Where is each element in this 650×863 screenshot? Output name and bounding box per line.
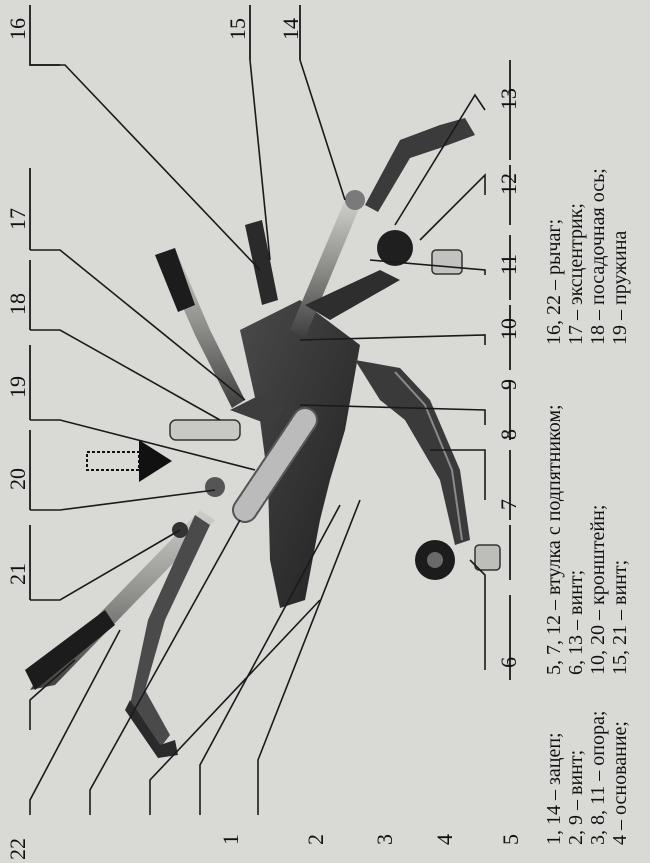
callout-14: 14 [278, 18, 303, 40]
legend-line: 19 – пружина [609, 231, 631, 345]
callout-8: 8 [496, 429, 521, 440]
callout-20: 20 [5, 468, 30, 490]
bracket-11 [305, 270, 400, 320]
legend-line: 10, 20 – кронштейн; [587, 505, 609, 675]
legend-line: 2, 9 – винт; [565, 750, 587, 845]
upper-rod [290, 200, 360, 338]
callout-5: 5 [498, 834, 523, 845]
callout-2: 2 [303, 834, 328, 845]
legend-line: 6, 13 – винт; [565, 570, 587, 675]
spring-19 [232, 407, 318, 523]
legend-line: 16, 22 – рычаг; [543, 219, 565, 345]
top-callout-boxes [29, 5, 511, 680]
legend-line: 4 – основание; [609, 721, 631, 845]
callout-7: 7 [496, 499, 521, 510]
bracket-20 [205, 477, 225, 497]
legend-line: 1, 14 – зацеп; [543, 732, 565, 845]
legend-line: 3, 8, 11 – опора; [587, 711, 609, 845]
callout-19: 19 [5, 376, 30, 398]
arrow-right-icon [86, 440, 172, 482]
callout-6: 6 [496, 657, 521, 668]
callout-12: 12 [496, 173, 521, 195]
callout-1: 1 [218, 834, 243, 845]
legend: 1, 14 – зацеп; 2, 9 – винт; 3, 8, 11 – о… [543, 168, 631, 845]
eccentric-17 [230, 395, 285, 425]
screw-12 [431, 249, 463, 275]
leader-lines [29, 59, 486, 815]
callout-4: 4 [432, 834, 457, 845]
legend-line: 18 – посадочная ось; [587, 168, 609, 345]
callout-22: 22 [5, 838, 30, 860]
screw-7 [474, 544, 501, 571]
callout-11: 11 [496, 254, 521, 275]
hook-1-tip [125, 700, 178, 758]
hook-14 [365, 118, 475, 212]
callout-16: 16 [5, 18, 30, 40]
hook-1 [130, 515, 210, 748]
callout-15: 15 [225, 18, 250, 40]
legend-line: 15, 21 – винт; [609, 560, 631, 675]
base-body [240, 300, 360, 608]
fixture-drawing [25, 118, 501, 758]
support-arm-8 [355, 360, 470, 545]
knob-13 [377, 230, 413, 266]
callout-18: 18 [5, 293, 30, 315]
callout-13: 13 [496, 88, 521, 110]
callout-labels: 1 2 3 4 5 6 7 8 9 10 11 12 13 14 15 16 1… [5, 18, 523, 860]
seat-axis-18 [169, 419, 241, 441]
legend-line: 17 – эксцентрик; [565, 203, 587, 345]
callout-10: 10 [496, 318, 521, 340]
callout-21: 21 [5, 563, 30, 585]
callout-17: 17 [5, 208, 30, 230]
callout-3: 3 [372, 834, 397, 845]
legend-line: 5, 7, 12 – втулка с подпятником; [543, 404, 565, 675]
lever-15 [245, 220, 278, 305]
callout-9: 9 [496, 379, 521, 390]
